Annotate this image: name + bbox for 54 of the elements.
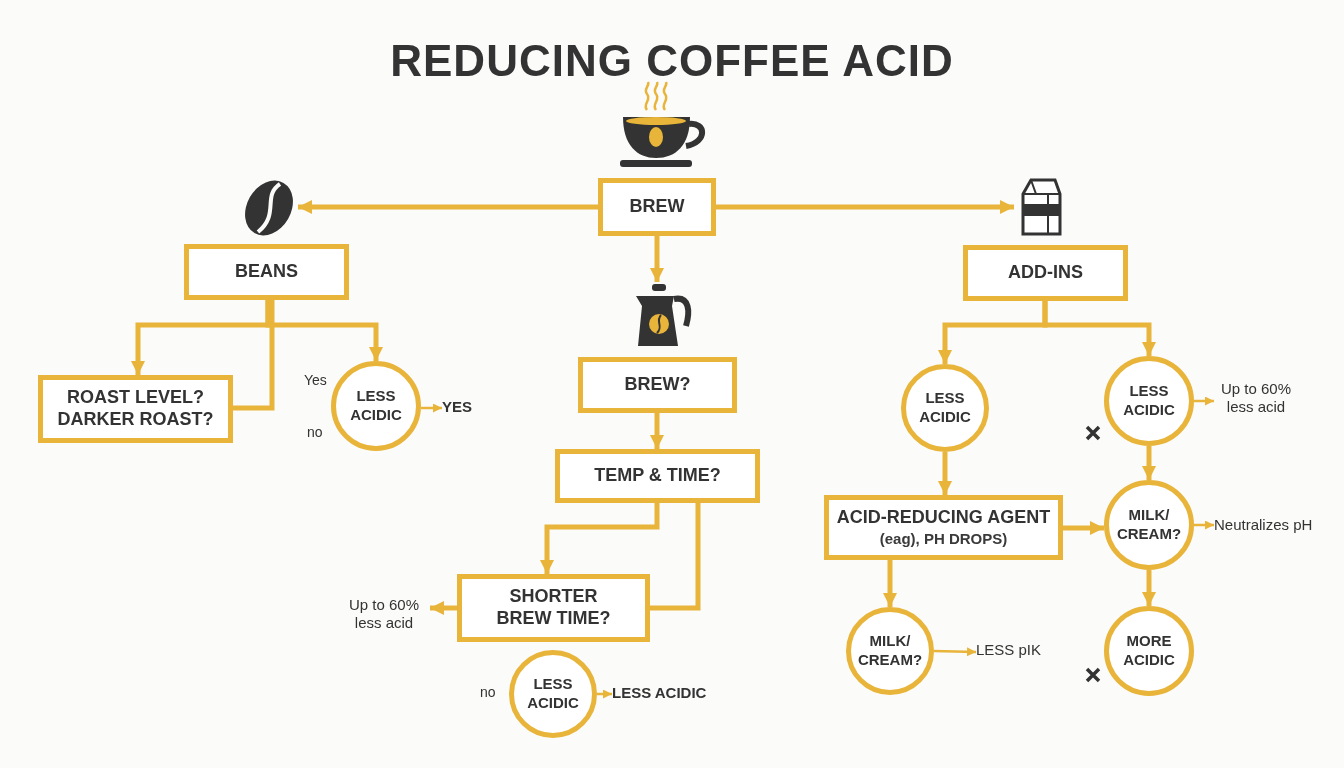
branch-label: Yes xyxy=(304,372,327,388)
process-box xyxy=(555,449,760,503)
arrow xyxy=(540,503,660,574)
box-label: LESS ACIDIC xyxy=(349,387,403,425)
box-subtitle: (eag), PH DROPS) xyxy=(878,528,1009,549)
process-box xyxy=(457,574,650,642)
arrow xyxy=(933,647,977,657)
box-label: SHORTER BREW TIME? xyxy=(495,586,612,630)
branch-label: no xyxy=(480,684,496,700)
arrow xyxy=(1142,570,1156,606)
arrow xyxy=(421,403,442,413)
box-label: BREW? xyxy=(623,374,692,396)
arrow xyxy=(430,601,457,615)
arrow xyxy=(650,413,664,449)
arrow xyxy=(298,200,598,214)
box-label: LESS ACIDIC xyxy=(526,675,580,713)
arrow xyxy=(938,452,952,495)
process-box xyxy=(38,375,233,443)
note-text: Up to 60% less acid xyxy=(338,596,430,638)
note-text: YES xyxy=(442,398,484,418)
arrow xyxy=(597,689,612,699)
arrow xyxy=(1194,520,1214,530)
arrow xyxy=(265,300,383,361)
process-box xyxy=(824,495,1063,560)
title: REDUCING COFFEE ACID xyxy=(389,36,955,86)
branch-label: no xyxy=(307,424,323,440)
arrow xyxy=(650,236,664,282)
box-label: ROAST LEVEL? DARKER ROAST? xyxy=(56,387,215,431)
arrow xyxy=(1042,301,1156,356)
box-label: MILK/ CREAM? xyxy=(856,632,924,670)
arrow xyxy=(1194,396,1214,406)
box-label: ACID-REDUCING AGENT xyxy=(835,506,1052,529)
box-label: BREW xyxy=(628,196,686,218)
note-text: Up to 60% less acid xyxy=(1214,380,1298,422)
process-box xyxy=(184,244,349,300)
box-label: ADD-INS xyxy=(1007,262,1084,284)
arrow xyxy=(716,200,1014,214)
note-text: LESS ACIDIC xyxy=(612,684,722,704)
box-label: TEMP & TIME? xyxy=(593,465,722,487)
box-label: BEANS xyxy=(234,261,299,283)
arrow xyxy=(1142,446,1156,480)
note-text: Neutralizes pH xyxy=(1214,516,1322,538)
box-label: LESS ACIDIC xyxy=(918,389,972,427)
connector-line xyxy=(650,503,701,611)
connector-line xyxy=(233,300,275,411)
arrow xyxy=(883,560,897,607)
process-box xyxy=(963,245,1128,301)
process-box xyxy=(598,178,716,236)
process-box xyxy=(578,357,737,413)
box-label: MORE ACIDIC xyxy=(1122,632,1176,670)
box-label: LESS ACIDIC xyxy=(1122,382,1176,420)
arrow xyxy=(1063,521,1104,535)
box-label: MILK/ CREAM? xyxy=(1115,506,1183,544)
note-text: LESS pIK xyxy=(976,641,1058,663)
